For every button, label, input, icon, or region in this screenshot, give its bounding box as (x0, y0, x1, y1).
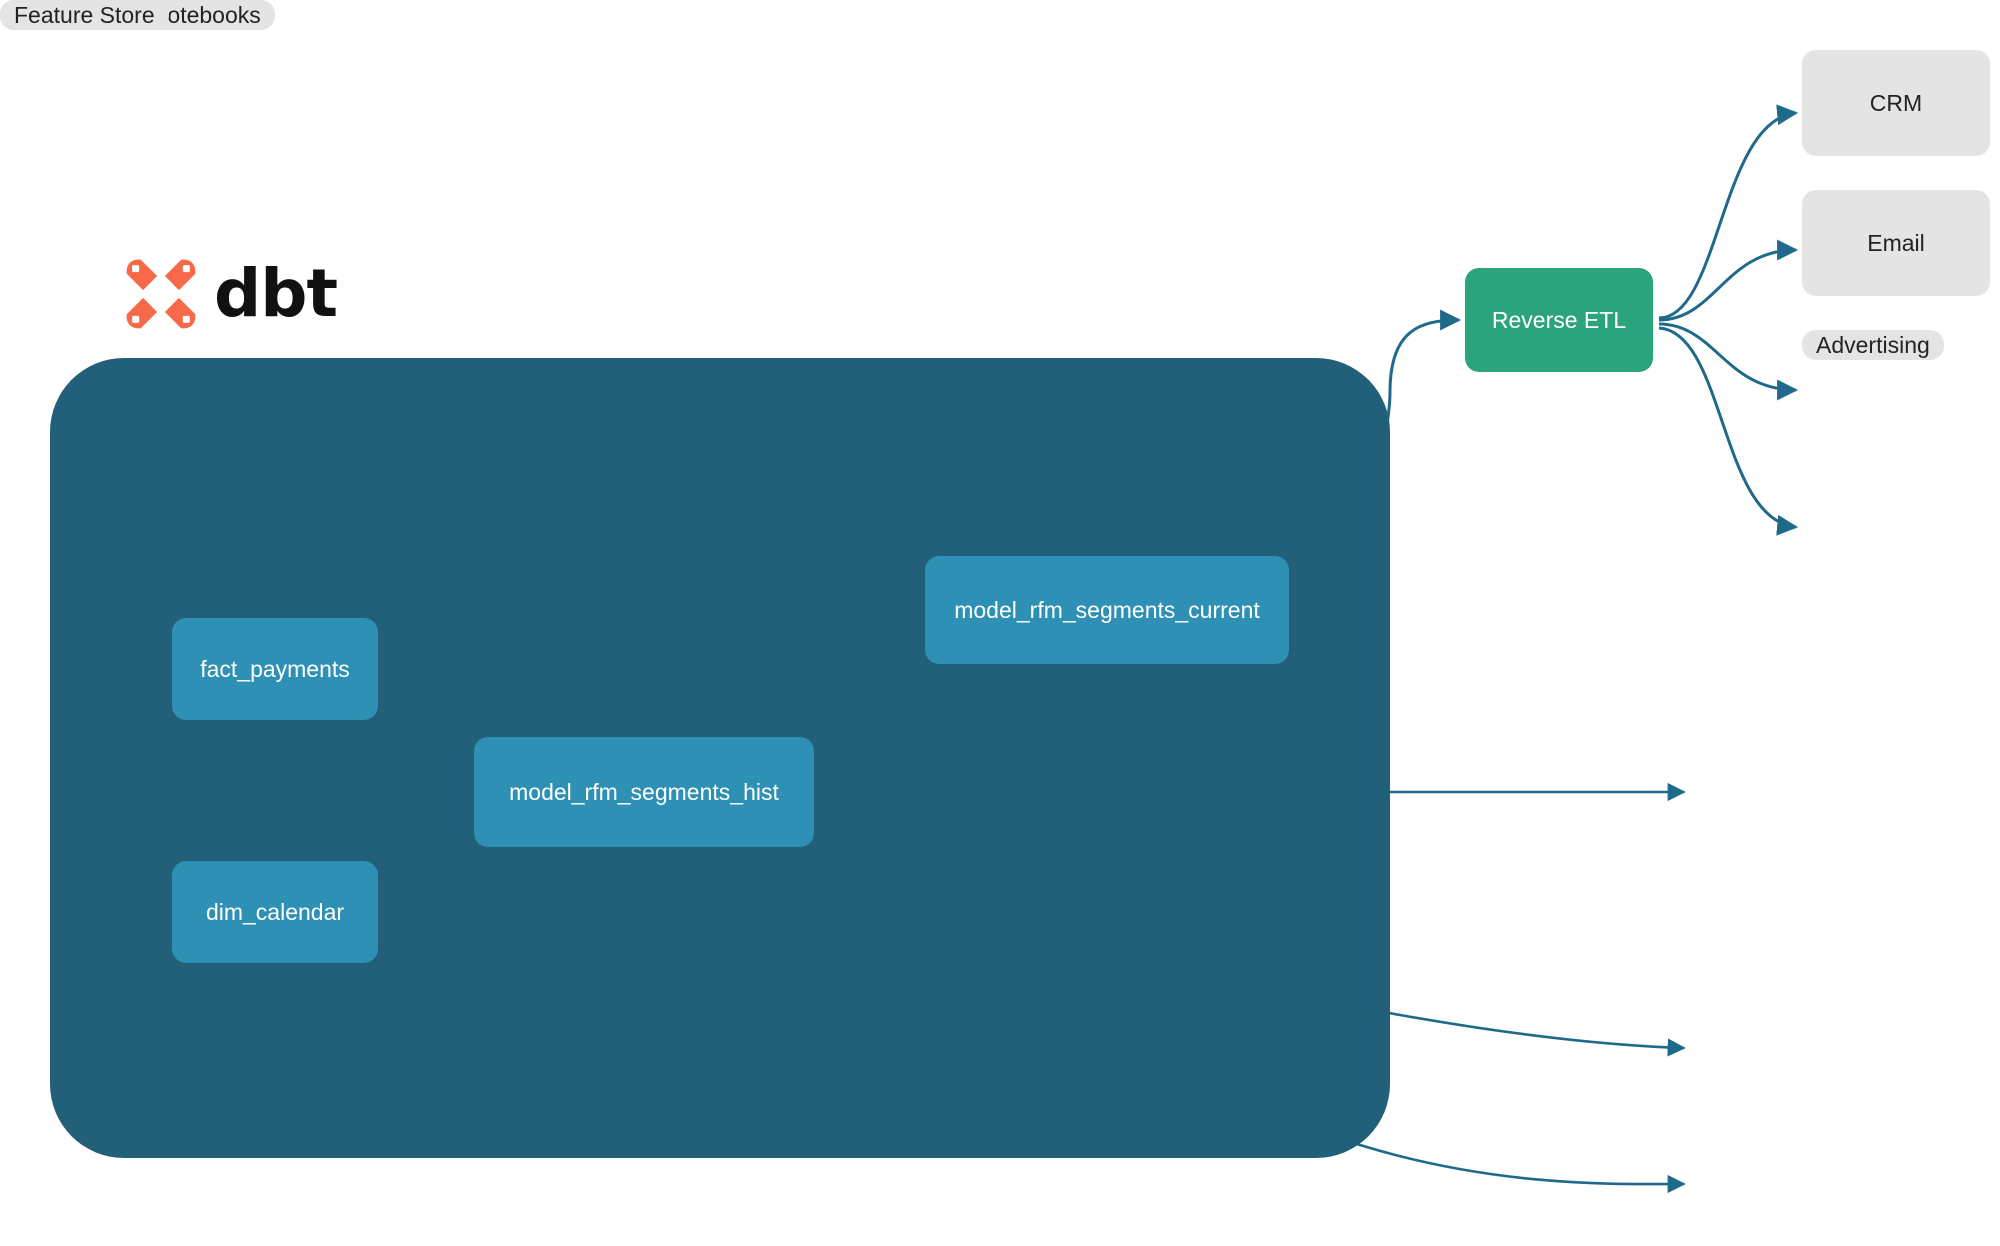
edge-reverse-etl-to-advertising (1658, 322, 1799, 401)
destination-label-line: Notebooks (150, 2, 261, 28)
destination-node-email[interactable]: Email (1802, 190, 1990, 296)
edge-reverse-etl-to-email (1658, 239, 1799, 322)
destination-node-feature-store[interactable]: Feature Store (0, 0, 169, 31)
model-node-fact-payments[interactable]: fact_payments (172, 618, 378, 720)
edge-reverse-etl-to-sms-push (1658, 326, 1799, 536)
dbt-wordmark: dbt (214, 255, 338, 332)
dbt-brand-lockup: dbt (122, 255, 338, 333)
destination-node-advertising[interactable]: Advertising (1802, 330, 1944, 361)
model-node-dim-calendar[interactable]: dim_calendar (172, 861, 378, 963)
model-node-rfm-segments-current[interactable]: model_rfm_segments_current (925, 556, 1289, 664)
model-node-rfm-segments-hist[interactable]: model_rfm_segments_hist (474, 737, 814, 847)
edge-reverse-etl-to-crm (1658, 104, 1799, 320)
dbt-logo-icon (126, 259, 196, 329)
destination-node-crm[interactable]: CRM (1802, 50, 1990, 156)
reverse-etl-node[interactable]: Reverse ETL (1465, 268, 1653, 372)
